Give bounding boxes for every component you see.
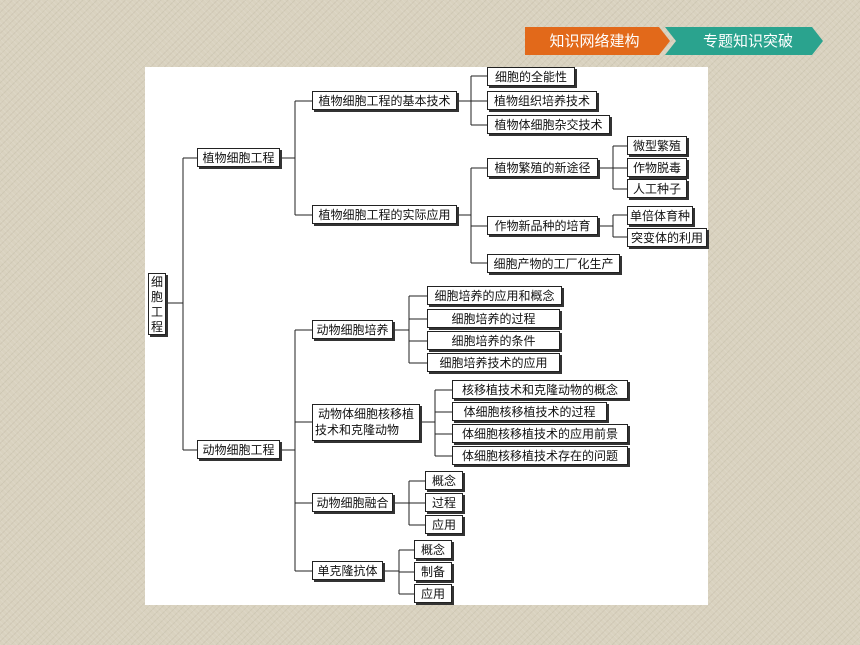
node-virus-free: 作物脱毒: [627, 158, 687, 177]
connector-lines: [166, 75, 627, 595]
node-mutant-use: 突变体的利用: [627, 228, 707, 247]
node-cell-fusion: 动物细胞融合: [312, 493, 393, 512]
node-plant-basic-tech: 植物细胞工程的基本技术: [312, 91, 457, 110]
node-fusion-process: 过程: [425, 493, 463, 512]
node-artificial-seed: 人工种子: [627, 179, 687, 198]
root-label: 细胞工程: [151, 275, 164, 334]
node-culture-conditions: 细胞培养的条件: [427, 331, 560, 350]
node-monoclonal-antibody: 单克隆抗体: [312, 561, 383, 580]
node-micropropagation: 微型繁殖: [627, 136, 687, 155]
node-plant-cell-engineering: 植物细胞工程: [197, 148, 280, 167]
node-factory-production: 细胞产物的工厂化生产: [487, 254, 620, 273]
nuclear-transfer-line2: 技术和克隆动物: [315, 423, 400, 437]
node-haploid-breeding: 单倍体育种: [627, 206, 693, 225]
node-transfer-prospects: 体细胞核移植技术的应用前景: [452, 424, 628, 443]
node-plant-application: 植物细胞工程的实际应用: [312, 205, 457, 224]
node-totipotency: 细胞的全能性: [487, 67, 575, 86]
node-animal-culture: 动物细胞培养: [312, 320, 393, 339]
node-propagation: 植物繁殖的新途径: [487, 158, 598, 177]
node-fusion-concept: 概念: [425, 471, 463, 490]
node-transfer-concept: 核移植技术和克隆动物的概念: [452, 380, 628, 399]
node-somatic-hybrid: 植物体细胞杂交技术: [487, 115, 610, 134]
tab-knowledge-network[interactable]: 知识网络建构: [525, 27, 670, 55]
node-culture-process: 细胞培养的过程: [427, 309, 560, 328]
node-nuclear-transfer: 动物体细胞核移植 技术和克隆动物: [312, 404, 420, 441]
concept-map: 细胞工程 植物细胞工程 植物细胞工程的基本技术 细胞的全能性 植物组织培养技术 …: [145, 67, 708, 605]
node-culture-application: 细胞培养技术的应用: [427, 353, 560, 372]
node-antibody-concept: 概念: [414, 540, 452, 559]
node-tissue-culture: 植物组织培养技术: [487, 91, 597, 110]
node-root-cell-engineering: 细胞工程: [148, 273, 166, 335]
node-transfer-problems: 体细胞核移植技术存在的问题: [452, 446, 628, 465]
node-new-variety: 作物新品种的培育: [487, 216, 598, 235]
node-animal-cell-engineering: 动物细胞工程: [197, 440, 280, 459]
tab-topic-breakthrough[interactable]: 专题知识突破: [665, 27, 823, 55]
node-transfer-process: 体细胞核移植技术的过程: [452, 402, 607, 421]
node-antibody-preparation: 制备: [414, 562, 452, 581]
nuclear-transfer-line1: 动物体细胞核移植: [317, 407, 414, 421]
node-culture-concept: 细胞培养的应用和概念: [427, 286, 562, 305]
node-fusion-application: 应用: [425, 515, 463, 534]
node-antibody-application: 应用: [414, 584, 452, 603]
